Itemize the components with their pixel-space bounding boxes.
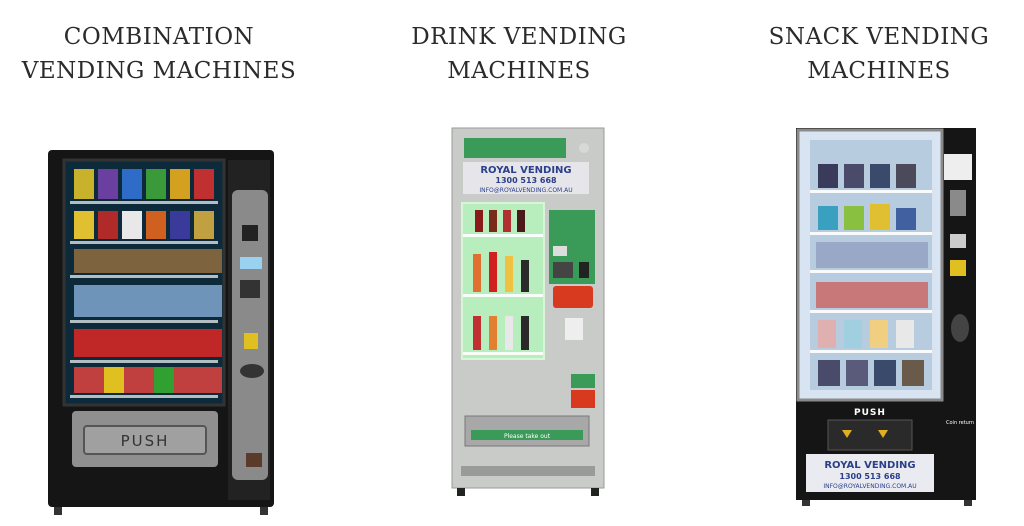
snack-title-line2: MACHINES: [807, 58, 951, 84]
combination-title-line2: VENDING MACHINES: [21, 58, 297, 84]
snack-title-line1: SNACK VENDING: [768, 24, 990, 50]
snack-vending-machine-image: Coin return PUSH ROYAL VENDING 1300 513 …: [796, 128, 976, 506]
drink-phone: 1300 513 668: [495, 176, 557, 185]
snack-brand: ROYAL VENDING: [824, 460, 915, 471]
snack-push-label: PUSH: [854, 408, 886, 418]
snack-coin-label: Coin return: [946, 420, 974, 426]
drink-email: INFO@ROYALVENDING.COM.AU: [479, 187, 572, 194]
drink-title-line2: MACHINES: [447, 58, 591, 84]
combination-title: COMBINATION VENDING MACHINES: [0, 20, 318, 88]
snack-email: INFO@ROYALVENDING.COM.AU: [823, 483, 916, 490]
drink-tray-label: Please take out: [504, 433, 551, 440]
drink-title-line1: DRINK VENDING: [411, 24, 627, 50]
combination-push-label: PUSH: [121, 432, 170, 450]
drink-brand: ROYAL VENDING: [480, 165, 571, 176]
combination-vending-machine-image: PUSH: [48, 150, 274, 515]
drink-title: DRINK VENDING MACHINES: [360, 20, 678, 88]
snack-phone: 1300 513 668: [839, 472, 901, 481]
drink-vending-machine-image: ROYAL VENDING 1300 513 668 INFO@ROYALVEN…: [451, 127, 605, 496]
snack-title: SNACK VENDING MACHINES: [720, 20, 1024, 88]
combination-title-line1: COMBINATION: [63, 24, 255, 50]
